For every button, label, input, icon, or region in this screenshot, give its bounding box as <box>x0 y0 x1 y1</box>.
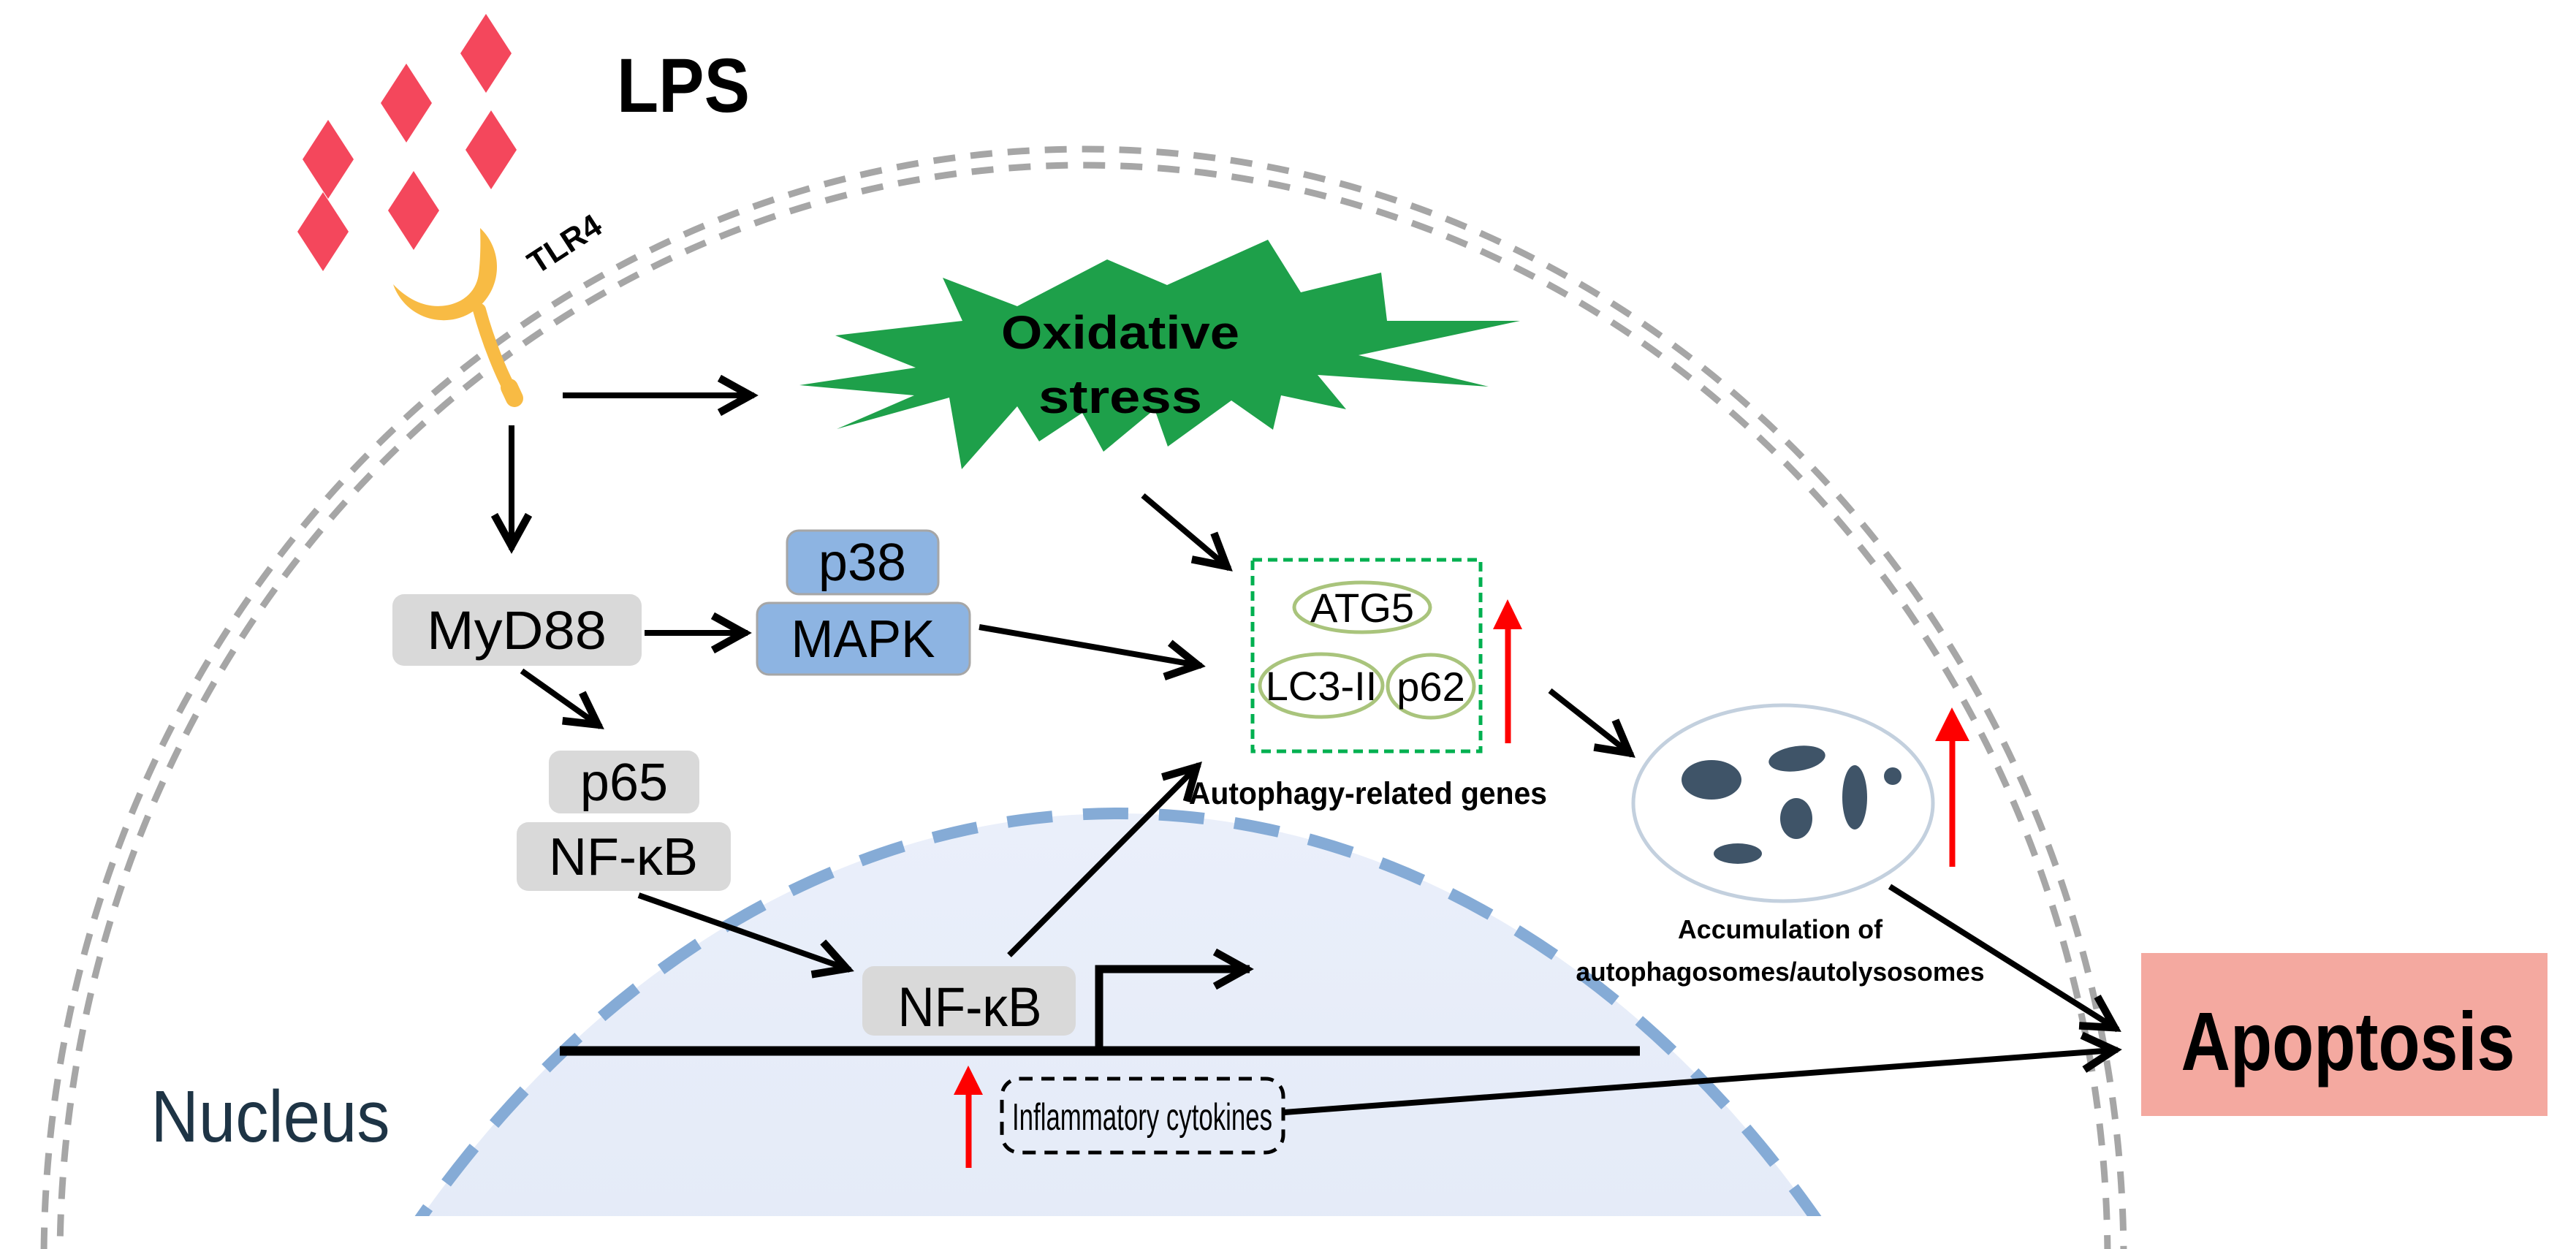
svg-text:Inflammatory cytokines: Inflammatory cytokines <box>1012 1096 1272 1139</box>
svg-text:ATG5: ATG5 <box>1310 585 1414 631</box>
svg-text:NF-κB: NF-κB <box>898 976 1042 1039</box>
svg-text:Oxidative: Oxidative <box>1001 306 1239 359</box>
svg-text:LC3-II: LC3-II <box>1266 663 1378 709</box>
svg-text:stress: stress <box>1038 371 1202 423</box>
svg-text:Accumulation of: Accumulation of <box>1678 914 1883 944</box>
svg-text:p38: p38 <box>818 534 906 592</box>
svg-text:TLR4: TLR4 <box>521 207 608 281</box>
svg-text:p65: p65 <box>580 753 668 812</box>
svg-text:Autophagy-related genes: Autophagy-related genes <box>1189 776 1547 811</box>
svg-text:NF-κB: NF-κB <box>549 828 698 887</box>
svg-text:p62: p62 <box>1397 664 1464 710</box>
svg-text:LPS: LPS <box>617 43 750 129</box>
svg-text:autophagosomes/autolysosomes: autophagosomes/autolysosomes <box>1576 957 1985 987</box>
svg-text:Nucleus: Nucleus <box>151 1076 390 1158</box>
svg-text:MyD88: MyD88 <box>427 600 607 661</box>
svg-text:MAPK: MAPK <box>791 610 935 669</box>
svg-text:Apoptosis: Apoptosis <box>2181 995 2515 1087</box>
